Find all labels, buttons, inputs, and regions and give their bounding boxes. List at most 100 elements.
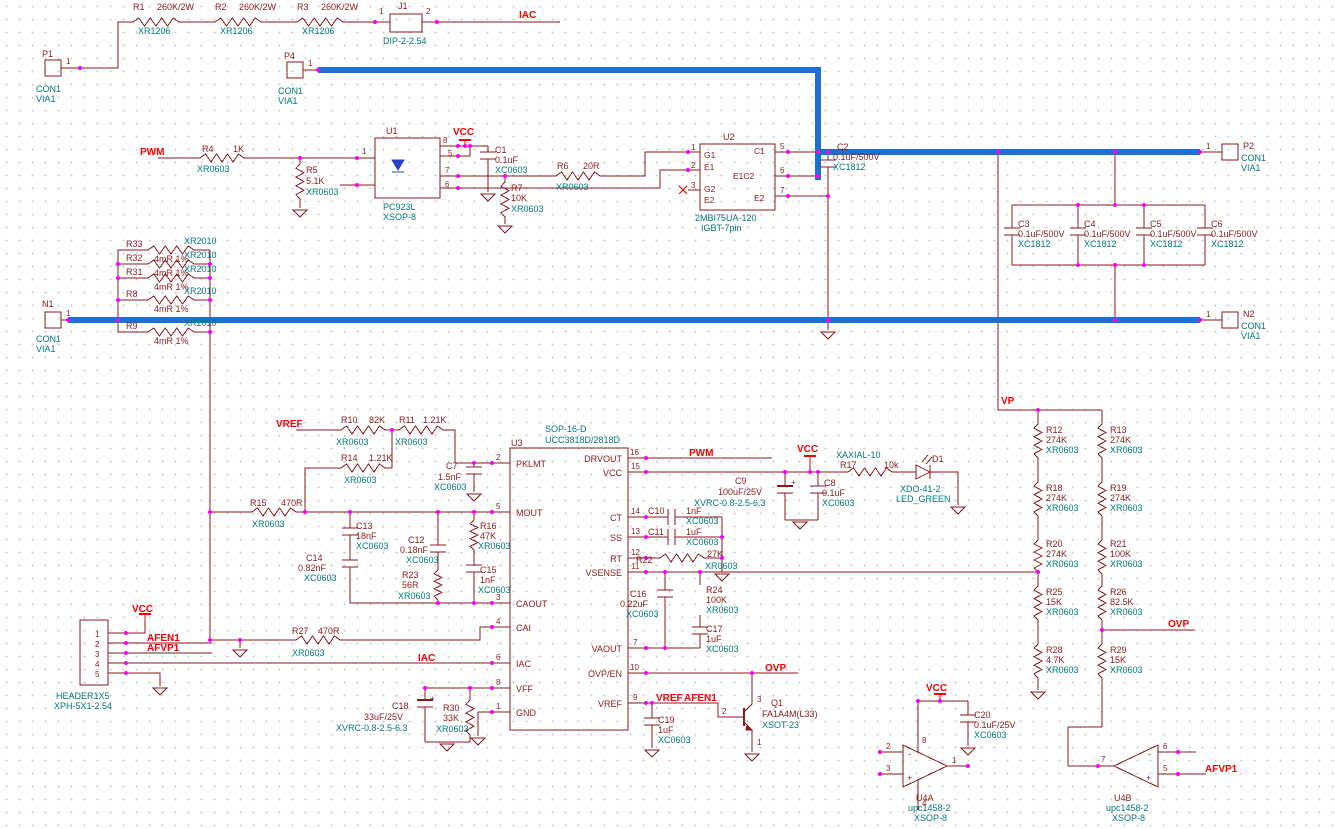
- pin-number[interactable]: 8: [443, 136, 448, 145]
- component-label[interactable]: 10k: [884, 460, 899, 470]
- pin-number[interactable]: 2: [886, 742, 891, 751]
- pin-number[interactable]: 1: [1206, 310, 1211, 319]
- component-label[interactable]: 274K: [1046, 435, 1067, 445]
- ground-symbol[interactable]: [496, 225, 514, 234]
- ground-symbol[interactable]: [791, 521, 809, 530]
- pin-number[interactable]: 4: [922, 799, 927, 808]
- r16-resistor-symbol[interactable]: [468, 519, 480, 551]
- component-label[interactable]: VREF: [598, 699, 623, 709]
- r22-resistor-symbol[interactable]: [659, 553, 705, 563]
- junction-dot[interactable]: [1176, 750, 1180, 754]
- pin-number[interactable]: 6: [445, 180, 450, 189]
- component-label[interactable]: 1uF: [706, 634, 722, 644]
- pin-number[interactable]: 1: [66, 57, 71, 66]
- footprint-label[interactable]: XC1812: [1084, 239, 1117, 249]
- junction-dot[interactable]: [490, 601, 494, 605]
- footprint-label[interactable]: CON1: [36, 334, 61, 344]
- footprint-label[interactable]: XC0603: [495, 165, 528, 175]
- junction-dot[interactable]: [208, 262, 212, 266]
- net-vcc[interactable]: VCC: [797, 444, 818, 455]
- wire[interactable]: [440, 169, 688, 189]
- junction-dot[interactable]: [124, 651, 128, 655]
- component-label[interactable]: C4: [1084, 219, 1096, 229]
- pin-number[interactable]: 4: [496, 617, 501, 626]
- junction-dot[interactable]: [463, 144, 467, 148]
- component-label[interactable]: CT: [610, 513, 622, 523]
- footprint-label[interactable]: XR0603: [1046, 445, 1079, 455]
- pin-number[interactable]: 2: [691, 161, 696, 170]
- component-label[interactable]: +: [1146, 773, 1151, 783]
- footprint-label[interactable]: XR1206: [302, 26, 335, 36]
- net-afvp1[interactable]: AFVP1: [1205, 764, 1238, 775]
- junction-dot[interactable]: [1076, 203, 1080, 207]
- junction-dot[interactable]: [468, 686, 472, 690]
- pin-number[interactable]: 1: [691, 143, 696, 152]
- r7-resistor-symbol[interactable]: [499, 181, 511, 218]
- component-label[interactable]: C2: [837, 142, 849, 152]
- component-label[interactable]: 0.1uF/25V: [974, 720, 1016, 730]
- component-label[interactable]: C17: [706, 624, 723, 634]
- footprint-label[interactable]: XC0603: [356, 541, 389, 551]
- wire[interactable]: [443, 429, 492, 464]
- component-label[interactable]: 260K/2W: [239, 2, 277, 12]
- footprint-label[interactable]: XC1812: [1211, 239, 1244, 249]
- component-label[interactable]: 470R: [281, 498, 303, 508]
- component-label[interactable]: R11: [399, 415, 415, 425]
- junction-dot[interactable]: [650, 701, 654, 705]
- component-label[interactable]: R3: [297, 2, 309, 12]
- pin-number[interactable]: 14: [631, 507, 640, 516]
- component-label[interactable]: R22: [636, 555, 653, 565]
- junction-dot[interactable]: [996, 150, 1000, 154]
- junction-dot[interactable]: [490, 461, 494, 465]
- component-label[interactable]: C12: [408, 535, 425, 545]
- component-label[interactable]: C8: [824, 478, 836, 488]
- junction-dot[interactable]: [938, 699, 942, 703]
- component-label[interactable]: 100K: [1110, 549, 1131, 559]
- junction-dot[interactable]: [663, 646, 667, 650]
- footprint-label[interactable]: XR1206: [138, 26, 171, 36]
- junction-dot[interactable]: [298, 156, 302, 160]
- pin-number[interactable]: 6: [780, 166, 785, 175]
- net-pwm[interactable]: PWM: [689, 448, 713, 459]
- footprint-label[interactable]: XR2010: [184, 286, 217, 296]
- junction-dot[interactable]: [472, 601, 476, 605]
- pin-number[interactable]: 1: [757, 738, 762, 747]
- component-label[interactable]: 1nF: [480, 575, 496, 585]
- footprint-label[interactable]: XR1206: [220, 26, 253, 36]
- r20-resistor-symbol[interactable]: [1032, 539, 1044, 573]
- junction-dot[interactable]: [786, 194, 790, 198]
- footprint-label[interactable]: VIA1: [36, 94, 56, 104]
- component-label[interactable]: C1: [754, 146, 765, 156]
- junction-dot[interactable]: [663, 570, 667, 574]
- pin-number[interactable]: 5: [448, 149, 453, 158]
- footprint-label[interactable]: CON1: [1241, 321, 1266, 331]
- footprint-label[interactable]: XR0603: [1110, 445, 1143, 455]
- junction-dot[interactable]: [826, 318, 830, 322]
- junction-dot[interactable]: [644, 456, 648, 460]
- u3-ucc3818-body[interactable]: [509, 447, 629, 731]
- footprint-label[interactable]: XC0603: [304, 573, 337, 583]
- component-label[interactable]: P4: [284, 51, 295, 61]
- component-label[interactable]: C15: [480, 565, 497, 575]
- footprint-label[interactable]: CON1: [36, 84, 61, 94]
- component-label[interactable]: 470R: [318, 626, 340, 636]
- pin-number[interactable]: +: [430, 694, 435, 703]
- footprint-label[interactable]: XR0603: [436, 724, 469, 734]
- component-label[interactable]: C14: [306, 553, 323, 563]
- component-label[interactable]: C10: [648, 506, 665, 516]
- component-label[interactable]: PKLMT: [516, 459, 547, 469]
- footprint-label[interactable]: XC0603: [974, 730, 1007, 740]
- footprint-label[interactable]: XR2010: [184, 236, 217, 246]
- junction-dot[interactable]: [472, 510, 476, 514]
- pin-number[interactable]: 3: [757, 695, 762, 704]
- ground-symbol[interactable]: [469, 737, 487, 746]
- component-label[interactable]: C13: [356, 521, 373, 531]
- u1-optocoupler-body[interactable]: [374, 137, 441, 199]
- footprint-label[interactable]: XR0603: [306, 187, 339, 197]
- component-label[interactable]: Q1: [771, 698, 783, 708]
- footprint-label[interactable]: XR0603: [1046, 559, 1079, 569]
- junction-dot[interactable]: [644, 701, 648, 705]
- footprint-label[interactable]: XVRC-0.8-2.5-6.3: [336, 723, 408, 733]
- pin-number[interactable]: 1: [1206, 142, 1211, 151]
- component-label[interactable]: C16: [630, 589, 647, 599]
